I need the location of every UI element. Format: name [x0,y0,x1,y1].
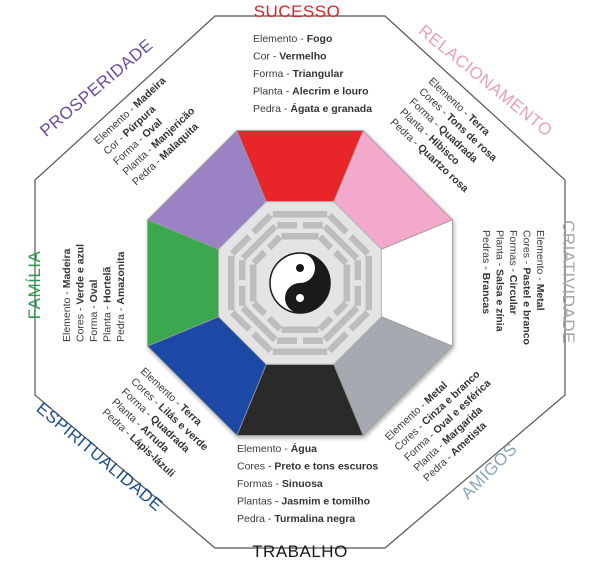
trigram-bar [327,212,349,235]
attribute-label: Forma - [88,302,100,342]
attribute-value: Metal [534,284,546,311]
trigram-bar [266,234,283,251]
attribute-label: Pedra - [237,513,274,525]
title-familia: FAMÍLIA [25,250,44,319]
trigram-bar [322,223,360,261]
trigram-bar [327,331,349,354]
title-trabalho: TRABALHO [252,542,348,561]
trigram [272,326,328,355]
attribute-value: Preto e tons escuros [274,461,378,473]
trigram-bar [251,249,268,266]
trigram-bar [251,212,273,235]
attribute-value: Brancas [480,273,492,315]
trigram-bar [272,348,328,355]
trigram-bar [332,249,349,266]
trigram [228,255,257,311]
attribute-value: Sinuosa [282,478,323,490]
attribute-label: Cores - [75,305,87,342]
trigram-bar [240,223,278,261]
trigram-bar [365,255,372,311]
attribute-label: Elemento - [534,230,546,284]
trigram-bar [266,315,283,332]
attribute-label: Formas - [507,230,519,275]
attribute-label: Forma - [253,68,293,80]
attribute-label: Planta - [102,303,114,342]
attribute-label: Formas - [237,478,282,490]
trigram [317,212,371,266]
outer-octagon [34,15,566,549]
attribute-label: Elemento - [253,33,307,45]
trigram-bar [332,300,349,317]
trigram-bar [229,310,252,332]
trigram-bar [239,260,246,280]
attribute-value: Madeira [61,248,73,288]
trigram-bar [277,222,297,229]
trigram-bar [229,234,252,256]
attribute-value: Turmalina negra [274,513,355,525]
trigram-bar [354,286,361,306]
color-ring [146,129,454,437]
trigram [317,300,371,354]
attribute-value: Salsa e zínia [494,269,506,332]
trigram-bar [317,315,334,332]
attribute-value: Ágata e granada [290,102,372,115]
attribute-value: Fogo [307,33,333,45]
trigram-bar [281,326,319,333]
trigram-bar [228,255,235,311]
attribute-label: Pedras - [480,230,492,273]
trigram [272,211,328,240]
center-disc [218,201,382,365]
trigram-bar [239,286,246,306]
details-familia: Elemento - MadeiraCores - Verde e azulFo… [61,244,127,342]
attribute-value: Verde e azul [75,244,87,305]
trigram [343,255,372,311]
attribute-value: Pastel e branco [521,267,533,345]
attribute-value: Vermelho [279,51,326,63]
trigram-bar [251,331,273,354]
trigram-bar [251,300,268,317]
attribute-value: Oval [88,279,100,302]
attribute-value: Jasmim e tomilho [281,496,370,508]
title-sucesso: SUCESSO [254,2,341,21]
title-criatividade: CRIATIVIDADE [559,220,578,344]
attribute-label: Cores - [521,230,533,267]
attribute-value: Amazonita [115,251,127,304]
yin-yang-icon [269,252,331,314]
attribute-value: Água [291,442,317,455]
attribute-label: Planta - [494,230,506,269]
attribute-label: Pedra - [115,305,127,342]
trigram-bar [303,337,323,344]
attribute-value: Alecrim e louro [292,86,368,98]
trigram-bar [317,234,334,251]
attribute-label: Elemento - [61,288,73,342]
details-criatividade: Elemento - Metal Cores - Pastel e brancoF… [480,230,546,345]
trigram-bar [354,260,361,280]
trigram-bar [348,234,371,256]
trigram-bar [348,310,371,332]
attribute-value: Triangular [293,68,344,80]
trigram [229,212,283,266]
attribute-label: Cor - [253,51,279,63]
attribute-label: Pedra - [253,103,290,115]
trigram-bar [240,305,278,343]
details-prosperidade: Elemento - MadeiraCor - PúrpuraForma - O… [92,74,207,188]
trigram [229,300,283,354]
attribute-label: Planta - [253,86,292,98]
attribute-value: Hortelã [102,267,114,303]
trigram-bar [277,337,297,344]
trigram-bar [343,264,350,302]
attribute-value: Circular [507,275,519,315]
attribute-label: Elemento - [237,443,291,455]
attribute-label: Cores - [237,461,274,473]
attribute-label: Plantas - [237,496,281,508]
trigram-bar [250,264,257,302]
trigram-bar [272,211,328,218]
trigram-bar [281,233,319,240]
trigram-bar [303,222,323,229]
trigram-bar [322,305,360,343]
